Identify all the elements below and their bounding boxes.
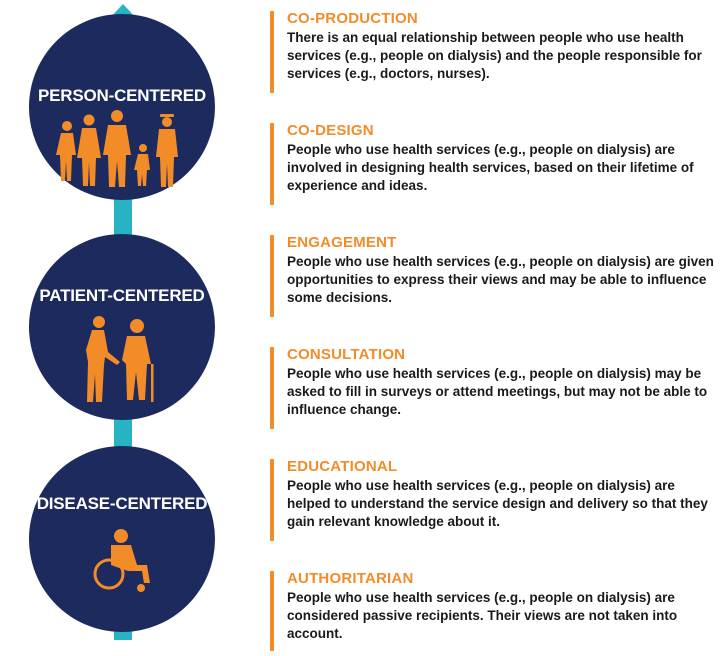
circle-label: PERSON-CENTERED [38, 86, 206, 105]
stage-description: People who use health services (e.g., pe… [287, 142, 694, 193]
group-of-people-icon [56, 110, 178, 187]
circle-label: DISEASE-CENTERED [36, 494, 208, 513]
stage-title: EDUCATIONAL [287, 458, 398, 475]
stage-bar [270, 123, 274, 205]
stage-title: CONSULTATION [287, 346, 406, 363]
person-centered-circle: PERSON-CENTERED [29, 14, 215, 200]
stage-description: People who use health services (e.g., pe… [287, 478, 708, 529]
circle-label: PATIENT-CENTERED [39, 286, 205, 305]
stage-bar [270, 235, 274, 317]
stage-description: People who use health services (e.g., pe… [287, 366, 708, 417]
stage-description: People who use health services (e.g., pe… [287, 590, 678, 641]
stage-bar [270, 347, 274, 429]
stage-authoritarian: AUTHORITARIAN People who use health serv… [270, 570, 720, 654]
stage-description: People who use health services (e.g., pe… [287, 254, 714, 305]
spectrum-column: PERSON-CENTERED PA [0, 0, 260, 656]
stage-title: AUTHORITARIAN [287, 570, 414, 587]
person-helping-elderly-icon [86, 316, 154, 402]
disease-centered-circle: DISEASE-CENTERED [29, 446, 215, 632]
stage-educational: EDUCATIONAL People who use health servic… [270, 458, 720, 542]
wheelchair-user-icon [93, 529, 150, 592]
stage-bar [270, 459, 274, 541]
stage-bar [270, 11, 274, 93]
stage-title: ENGAGEMENT [287, 234, 397, 251]
stage-title: CO-PRODUCTION [287, 10, 418, 27]
patient-centered-circle: PATIENT-CENTERED [29, 234, 215, 420]
stage-engagement: ENGAGEMENT People who use health service… [270, 234, 720, 318]
stage-description: There is an equal relationship between p… [287, 30, 702, 81]
stage-co-production: CO-PRODUCTION There is an equal relation… [270, 10, 720, 94]
stage-consultation: CONSULTATION People who use health servi… [270, 346, 720, 430]
stage-co-design: CO-DESIGN People who use health services… [270, 122, 720, 206]
stage-title: CO-DESIGN [287, 122, 374, 139]
stage-bar [270, 571, 274, 651]
